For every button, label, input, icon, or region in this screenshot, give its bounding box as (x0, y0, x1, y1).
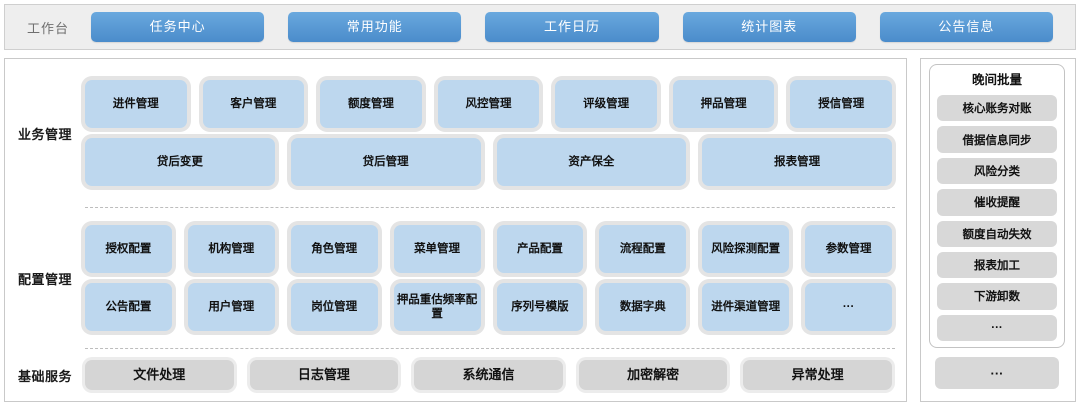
module-row: 授权配置 机构管理 角色管理 菜单管理 产品配置 流程配置 风险探测配置 参数管… (85, 225, 892, 273)
batch-item-core-account-reconciliation[interactable]: 核心账务对账 (937, 95, 1057, 122)
section-divider-1 (85, 207, 895, 208)
module-item-config-more[interactable]: ··· (805, 283, 892, 331)
module-item-jigou-guanli[interactable]: 机构管理 (187, 225, 275, 273)
section-rows-basic-services: 文件处理 日志管理 系统通信 加密解密 异常处理 (85, 360, 906, 390)
module-item-baobiao-guanli[interactable]: 报表管理 (702, 138, 892, 186)
module-item-daihou-guanli[interactable]: 贷后管理 (290, 138, 481, 186)
module-item-yapin-chonggu-pinlv-peizhi[interactable]: 押品重估频率配置 (393, 283, 481, 331)
module-item-gonggao-peizhi[interactable]: 公告配置 (85, 283, 172, 331)
tab-announcements[interactable]: 公告信息 (879, 12, 1054, 42)
module-item-canshu-guanli[interactable]: 参数管理 (805, 225, 892, 273)
module-item-pingji-guanli[interactable]: 评级管理 (555, 80, 657, 128)
section-rows-business: 进件管理 客户管理 额度管理 风控管理 评级管理 押品管理 授信管理 贷后变更 … (85, 80, 906, 186)
tab-statistics-charts[interactable]: 统计图表 (682, 12, 856, 42)
module-item-fengxian-tance-peizhi[interactable]: 风险探测配置 (702, 225, 790, 273)
module-item-jinjian-guanli[interactable]: 进件管理 (85, 80, 187, 128)
section-rows-configuration: 授权配置 机构管理 角色管理 菜单管理 产品配置 流程配置 风险探测配置 参数管… (85, 225, 906, 331)
batch-item-report-processing[interactable]: 报表加工 (937, 251, 1057, 279)
module-row: 贷后变更 贷后管理 资产保全 报表管理 (85, 138, 892, 186)
header-tabs: 任务中心 常用功能 工作日历 统计图表 公告信息 (91, 12, 1075, 42)
night-batch-title: 晚间批量 (971, 73, 1022, 87)
module-row: 文件处理 日志管理 系统通信 加密解密 异常处理 (85, 360, 892, 390)
section-label-basic-services: 基础服务 (17, 368, 72, 384)
module-item-shouquan-peizhi[interactable]: 授权配置 (85, 225, 172, 273)
batch-item-downstream-unload[interactable]: 下游卸数 (937, 283, 1057, 310)
module-item-wenjian-chuli[interactable]: 文件处理 (85, 360, 234, 390)
module-item-jiami-jiemi[interactable]: 加密解密 (578, 360, 728, 390)
module-item-gangwei-guanli[interactable]: 岗位管理 (290, 283, 378, 331)
night-batch-panel: 晚间批量 核心账务对账 借据信息同步 风险分类 催收提醒 额度自动失效 报表加工… (920, 58, 1076, 402)
module-item-daihou-biangeng[interactable]: 贷后变更 (85, 138, 275, 186)
tab-common-functions[interactable]: 常用功能 (288, 12, 462, 42)
module-item-chanpin-peizhi[interactable]: 产品配置 (496, 225, 584, 273)
batch-item-credit-limit-auto-expire[interactable]: 额度自动失效 (937, 220, 1057, 247)
section-divider-2 (85, 348, 895, 349)
module-item-rizhi-guanli[interactable]: 日志管理 (249, 360, 399, 390)
module-item-yapin-guanli[interactable]: 押品管理 (672, 80, 775, 128)
module-item-jinjian-qudao-guanli[interactable]: 进件渠道管理 (702, 283, 790, 331)
module-item-kehu-guanli[interactable]: 客户管理 (202, 80, 305, 128)
module-item-yonghu-guanli[interactable]: 用户管理 (187, 283, 275, 331)
module-item-yichang-chuli[interactable]: 异常处理 (743, 360, 892, 390)
module-item-shouxin-guanli[interactable]: 授信管理 (790, 80, 893, 128)
module-item-edu-guanli[interactable]: 额度管理 (320, 80, 422, 128)
section-configuration-management: 配置管理 授权配置 机构管理 角色管理 菜单管理 产品配置 流程配置 风险探测配… (5, 208, 906, 348)
top-header-bar: 工作台 任务中心 常用功能 工作日历 统计图表 公告信息 (4, 4, 1076, 50)
right-panel-more-button[interactable]: ··· (935, 357, 1059, 389)
modules-panel: 业务管理 进件管理 客户管理 额度管理 风控管理 评级管理 押品管理 授信管理 … (4, 58, 907, 402)
section-business-management: 业务管理 进件管理 客户管理 额度管理 风控管理 评级管理 押品管理 授信管理 … (5, 59, 906, 207)
batch-item-loan-note-sync[interactable]: 借据信息同步 (937, 126, 1057, 153)
module-item-shuju-zidian[interactable]: 数据字典 (599, 283, 687, 331)
night-batch-box: 晚间批量 核心账务对账 借据信息同步 风险分类 催收提醒 额度自动失效 报表加工… (929, 64, 1065, 348)
module-item-caidan-guanli[interactable]: 菜单管理 (393, 225, 481, 273)
module-item-fengkong-guanli[interactable]: 风控管理 (437, 80, 540, 128)
workbench-label: 工作台 (26, 20, 69, 36)
batch-item-collection-reminder[interactable]: 催收提醒 (937, 189, 1057, 216)
module-item-xitong-tongxin[interactable]: 系统通信 (414, 360, 563, 390)
batch-item-risk-classification[interactable]: 风险分类 (937, 157, 1057, 185)
tab-task-center[interactable]: 任务中心 (91, 12, 265, 42)
section-basic-services: 基础服务 文件处理 日志管理 系统通信 加密解密 异常处理 (5, 349, 906, 401)
tab-work-calendar[interactable]: 工作日历 (485, 12, 659, 42)
module-item-liucheng-peizhi[interactable]: 流程配置 (599, 225, 687, 273)
module-item-xuliehao-moban[interactable]: 序列号模版 (496, 283, 584, 331)
section-label-configuration: 配置管理 (17, 271, 72, 287)
module-item-zichan-baoquan[interactable]: 资产保全 (496, 138, 687, 186)
module-row: 公告配置 用户管理 岗位管理 押品重估频率配置 序列号模版 数据字典 进件渠道管… (85, 283, 892, 331)
batch-item-more[interactable]: ··· (937, 314, 1057, 341)
module-row: 进件管理 客户管理 额度管理 风控管理 评级管理 押品管理 授信管理 (85, 80, 893, 128)
module-item-juese-guanli[interactable]: 角色管理 (290, 225, 378, 273)
section-label-business: 业务管理 (17, 126, 72, 142)
